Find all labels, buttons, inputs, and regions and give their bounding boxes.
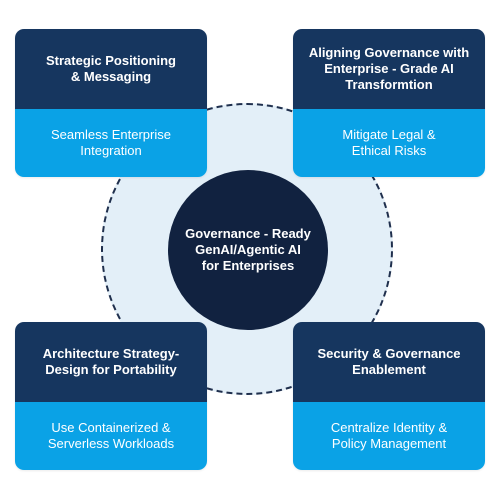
card-strategic-positioning: Strategic Positioning & Messaging Seamle… <box>15 29 207 177</box>
card-header: Architecture Strategy- Design for Portab… <box>15 322 207 402</box>
card-architecture-strategy: Architecture Strategy- Design for Portab… <box>15 322 207 470</box>
card-security-governance: Security & Governance Enablement Central… <box>293 322 485 470</box>
card-body: Use Containerized & Serverless Workloads <box>15 402 207 470</box>
card-body: Centralize Identity & Policy Management <box>293 402 485 470</box>
card-detail: Centralize Identity & Policy Management <box>330 420 448 451</box>
card-detail: Mitigate Legal & Ethical Risks <box>342 127 436 158</box>
card-body: Mitigate Legal & Ethical Risks <box>293 109 485 177</box>
center-label: Governance - Ready GenAI/Agentic AI for … <box>185 226 311 273</box>
card-title: Security & Governance Enablement <box>317 346 461 377</box>
card-title: Aligning Governance with Enterprise - Gr… <box>308 45 470 92</box>
card-header: Aligning Governance with Enterprise - Gr… <box>293 29 485 109</box>
card-detail: Use Containerized & Serverless Workloads <box>47 420 175 451</box>
card-header: Strategic Positioning & Messaging <box>15 29 207 109</box>
card-header: Security & Governance Enablement <box>293 322 485 402</box>
card-detail: Seamless Enterprise Integration <box>51 127 171 158</box>
card-title: Strategic Positioning & Messaging <box>45 53 176 84</box>
center-circle: Governance - Ready GenAI/Agentic AI for … <box>168 170 328 330</box>
card-title: Architecture Strategy- Design for Portab… <box>42 346 180 377</box>
card-body: Seamless Enterprise Integration <box>15 109 207 177</box>
card-aligning-governance: Aligning Governance with Enterprise - Gr… <box>293 29 485 177</box>
